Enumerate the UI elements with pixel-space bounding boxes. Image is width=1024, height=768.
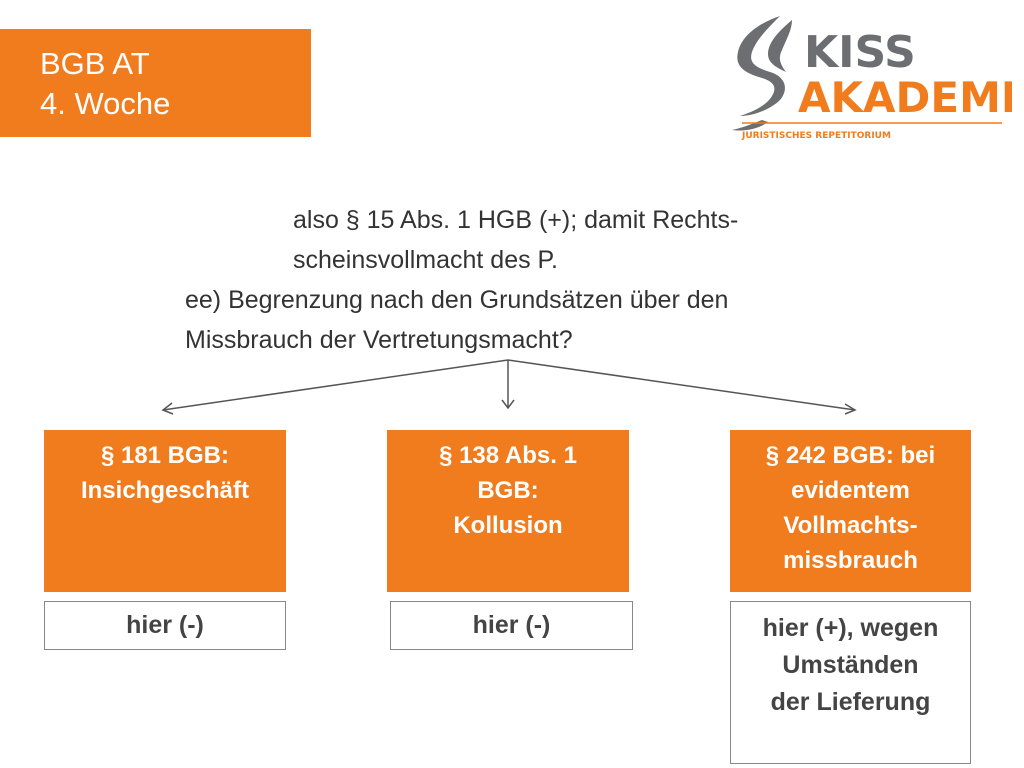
logo-akademie-text: AKADEMIE [798,73,1012,122]
box-138-heading: § 138 Abs. 1 BGB: Kollusion [439,442,577,539]
box-242-heading: § 242 BGB: bei evidentem Vollmachts- mis… [765,442,936,574]
text-line-4: Missbrauch der Vertretungsmacht? [185,326,573,354]
arrow-right [507,359,856,411]
kiss-akademie-logo: KISS AKADEMIE JURISTISCHES REPETITORIUM [732,16,1012,141]
text-line-1: also § 15 Abs. 1 HGB (+); damit Rechts- [293,206,739,234]
result-138: hier (-) [390,601,633,650]
result-181: hier (-) [44,601,286,650]
box-181-bgb: § 181 BGB: Insichgeschäft [44,430,286,592]
result-242: hier (+), wegen Umständen der Lieferung [730,601,971,764]
box-181-heading: § 181 BGB: Insichgeschäft [80,442,250,504]
box-242-bgb: § 242 BGB: bei evidentem Vollmachts- mis… [730,430,971,592]
title-line-2: 4. Woche [40,86,171,121]
arrow-left [162,359,509,411]
text-line-2: scheinsvollmacht des P. [293,246,558,274]
logo-kiss-text: KISS [804,27,916,78]
title-box: BGB AT 4. Woche [0,29,311,137]
box-138-bgb: § 138 Abs. 1 BGB: Kollusion [387,430,629,592]
title-line-1: BGB AT [40,46,150,81]
logo-mark-icon [732,16,792,131]
text-line-3: ee) Begrenzung nach den Grundsätzen über… [185,286,729,314]
logo-tagline: JURISTISCHES REPETITORIUM [741,131,891,141]
